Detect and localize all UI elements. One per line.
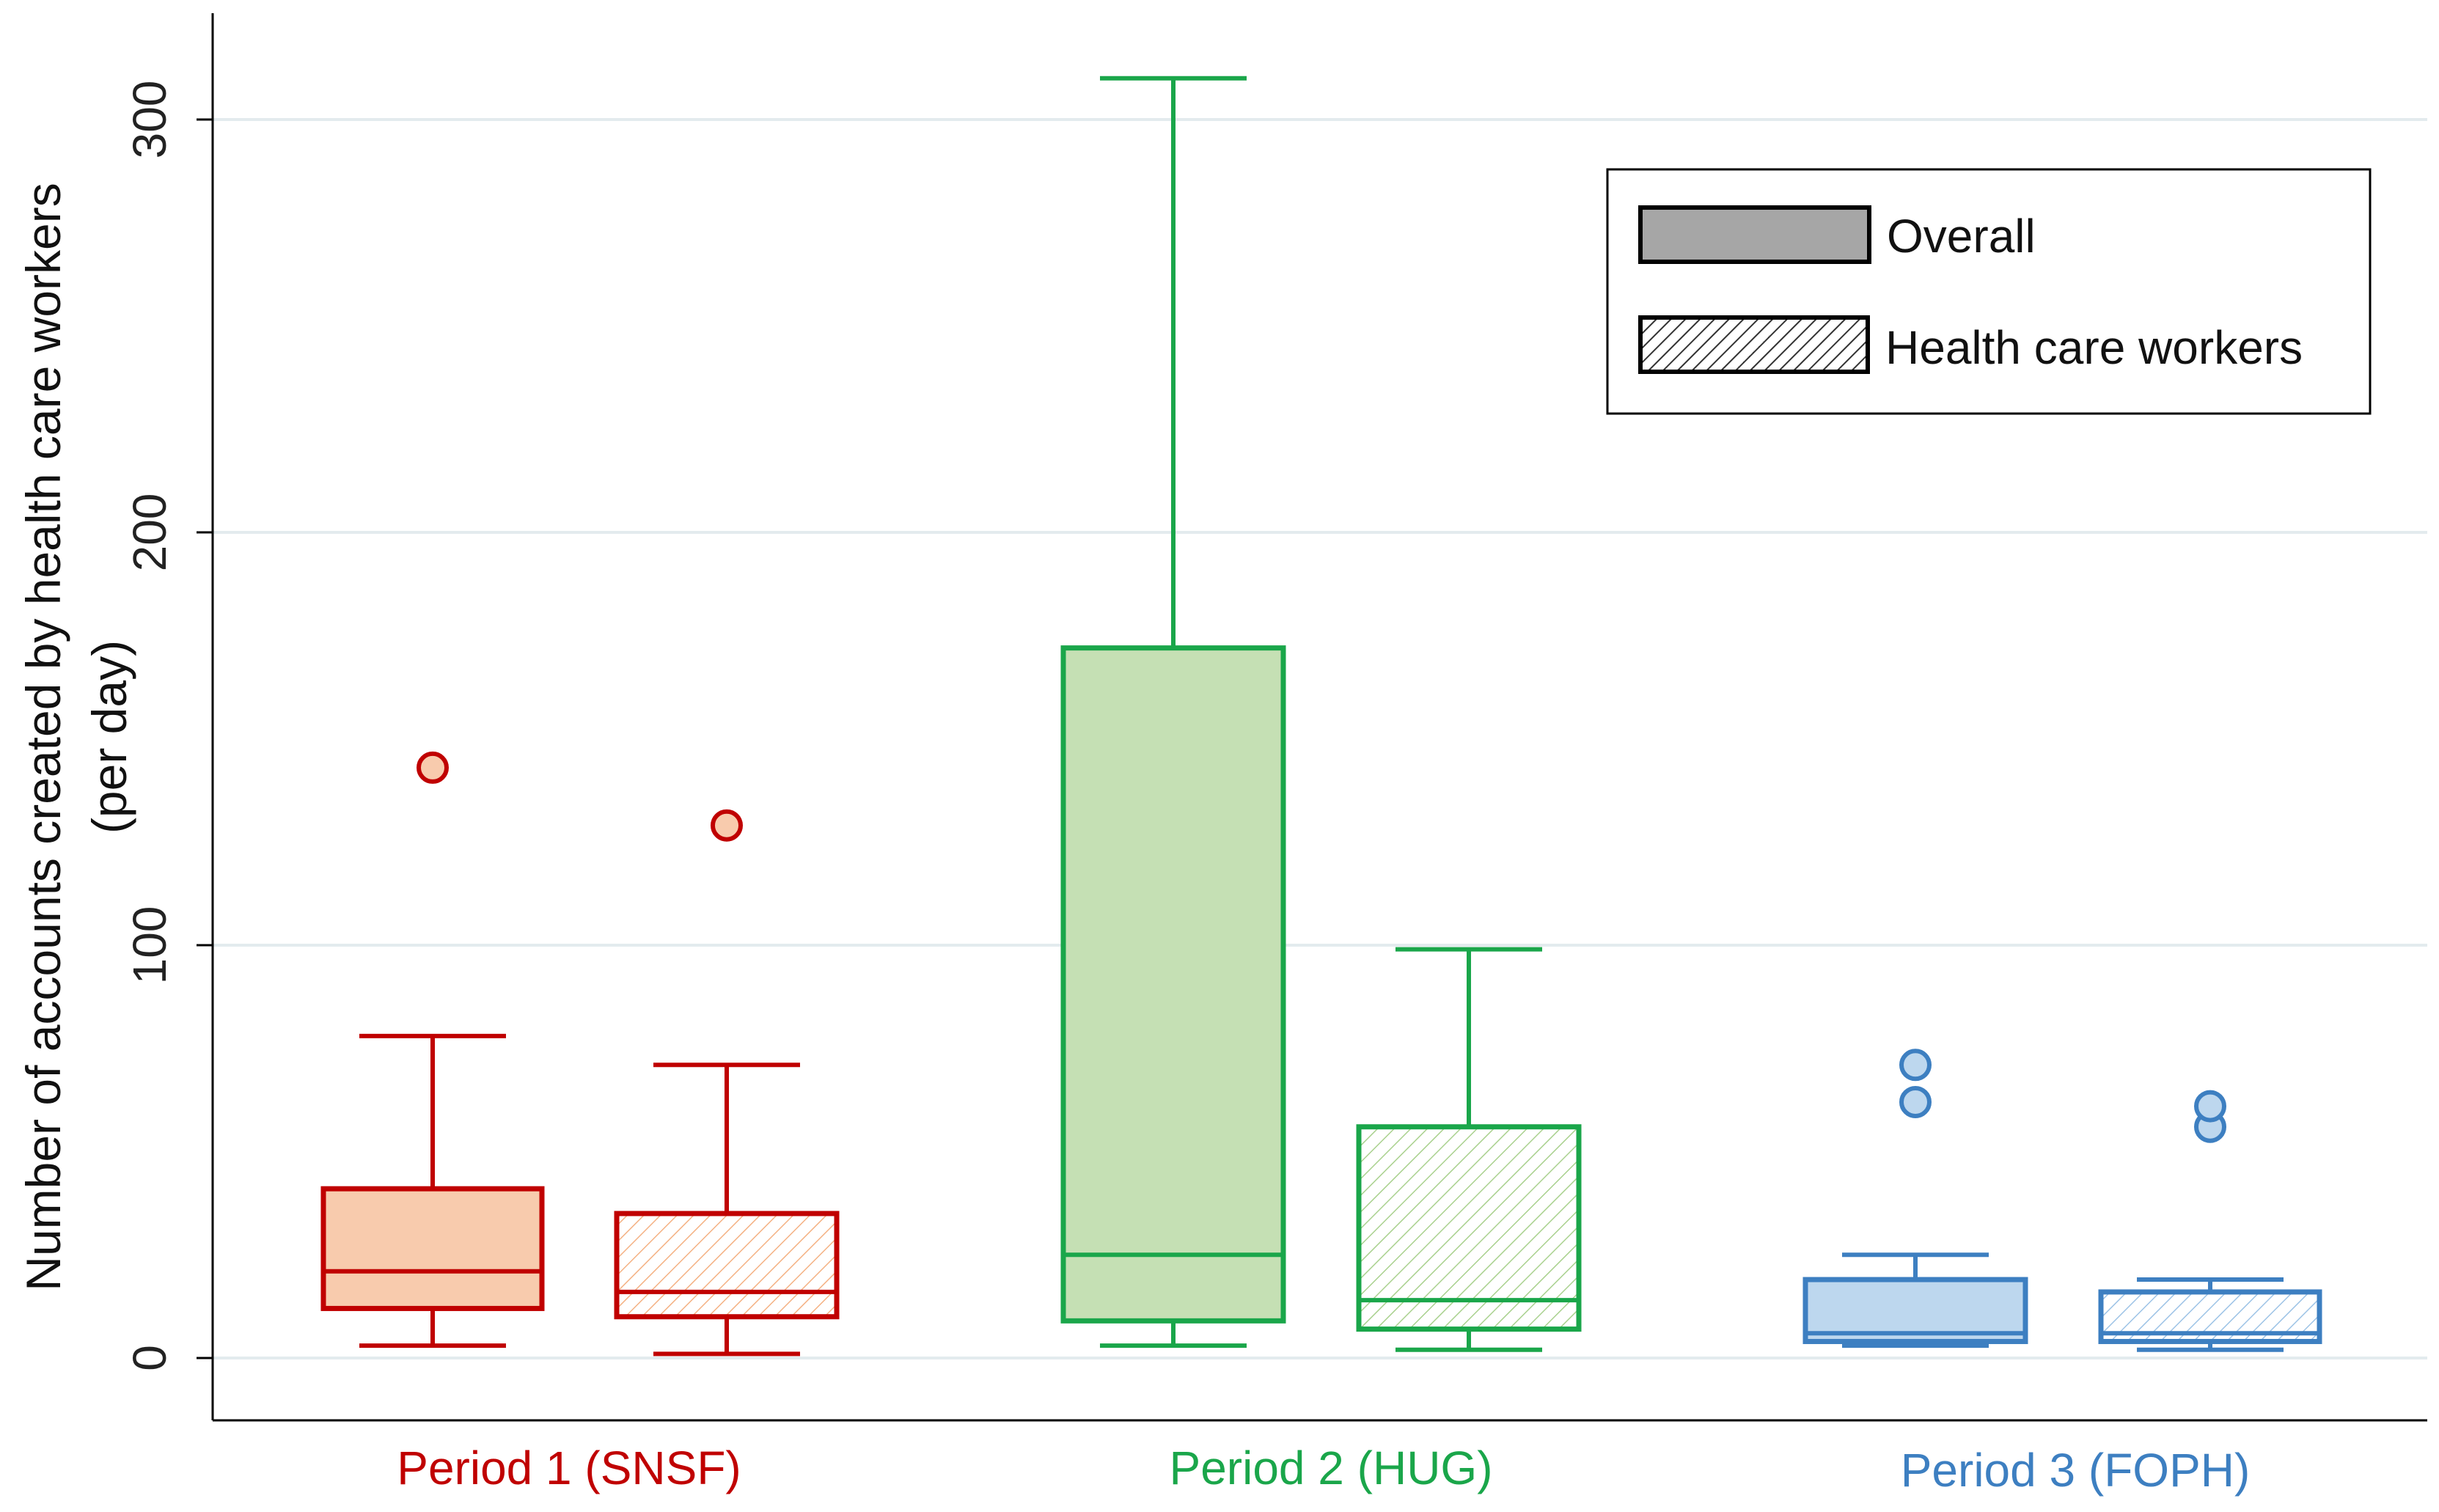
boxes <box>320 76 2322 1357</box>
group-label-2: Period 2 (HUG) <box>1170 1442 1493 1494</box>
axes <box>197 13 2427 1422</box>
outlier-2 <box>2194 1090 2226 1123</box>
gridlines <box>213 118 2427 1359</box>
outlier-1 <box>417 751 449 784</box>
y-tick-label-300: 300 <box>123 81 176 159</box>
box-iqr <box>320 1186 545 1311</box>
group-label-3: Period 3 (FOPH) <box>1901 1444 2251 1497</box>
legend-swatch-overall <box>1638 205 1871 264</box>
outlier-2 <box>1899 1049 1932 1082</box>
box-iqr <box>1060 645 1286 1324</box>
y-axis-title-line-2: (per day) <box>82 640 136 834</box>
y-axis-title: Number of accounts created by health car… <box>16 183 136 1291</box>
legend-label-hcw: Health care workers <box>1885 321 2303 374</box>
group-label-1: Period 1 (SNSF) <box>397 1442 741 1494</box>
y-tick-label-100: 100 <box>123 906 176 985</box>
box-1-overall <box>320 751 545 1348</box>
outlier-1 <box>711 809 743 842</box>
legend-swatch-hcw <box>1638 315 1870 374</box>
box-2-hcw <box>1356 947 1582 1352</box>
y-tick-label-200: 200 <box>123 493 176 572</box>
y-tick-labels: 0 100 200 300 <box>123 81 176 1371</box>
box-iqr <box>1356 1124 1582 1332</box>
group-labels: Period 1 (SNSF) Period 2 (HUG) Period 3 (F… <box>397 1442 2250 1497</box>
y-tick-label-0: 0 <box>123 1345 176 1371</box>
box-iqr <box>614 1211 840 1320</box>
outlier-1 <box>1899 1085 1932 1118</box>
legend: Overall Health care workers <box>1606 168 2372 415</box>
box-3-hcw <box>2098 1090 2322 1352</box>
box-1-hcw <box>614 809 840 1357</box>
box-2-overall <box>1060 76 1286 1348</box>
legend-label-overall: Overall <box>1887 210 2036 263</box>
y-axis-title-line-1: Number of accounts created by health car… <box>16 183 70 1291</box>
box-3-overall <box>1802 1049 2028 1348</box>
